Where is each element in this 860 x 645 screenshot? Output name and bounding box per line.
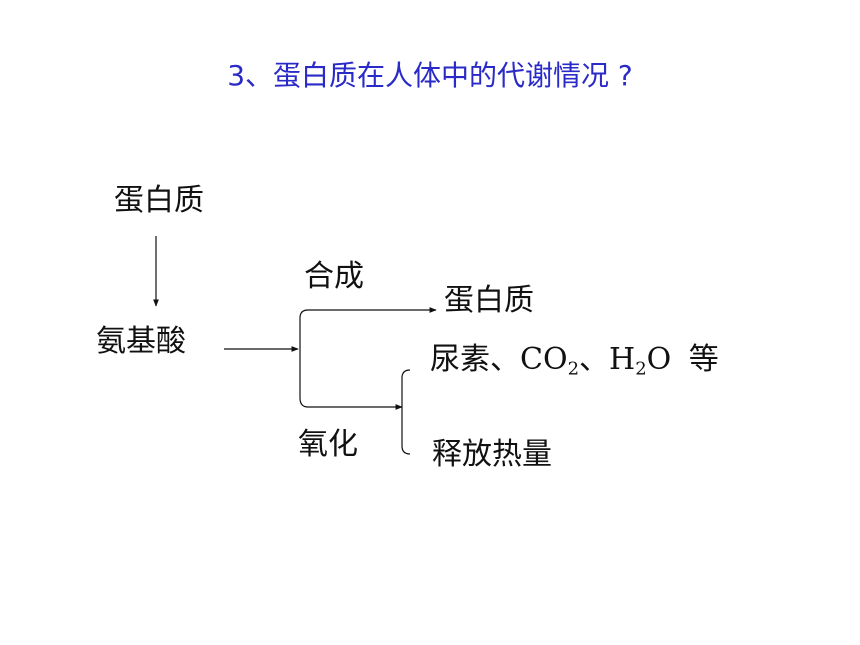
amino-acid-label: 氨基酸 [96, 324, 186, 359]
protein-top-label: 蛋白质 [114, 183, 204, 218]
etc-text: 等 [688, 342, 719, 377]
oxidation-label: 氧化 [298, 427, 358, 462]
synthesis-label: 合成 [304, 259, 364, 294]
urea-text: 尿素、 [430, 342, 520, 377]
h2o-text: H2O [609, 342, 672, 380]
separator-text: 、 [579, 342, 610, 377]
release-heat-label: 释放热量 [432, 437, 552, 472]
co2-text: CO2 [520, 342, 580, 380]
urea-co2-h2o-label: 尿素、CO2、H2O 等 [430, 345, 719, 378]
branch-bracket [299, 309, 318, 408]
products-bracket [401, 369, 411, 455]
page-title: 3、蛋白质在人体中的代谢情况 ? [227, 59, 633, 92]
protein-product-label: 蛋白质 [444, 283, 534, 318]
